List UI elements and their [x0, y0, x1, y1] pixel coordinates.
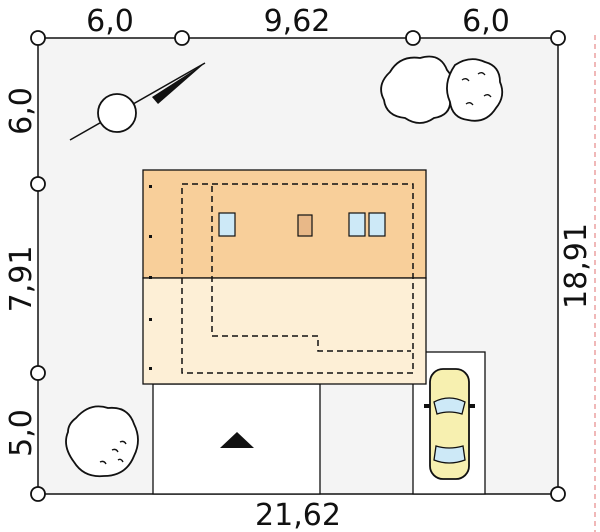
roof-window	[368, 212, 386, 237]
chimney	[297, 214, 313, 237]
car-icon	[424, 368, 475, 480]
dim-bottom: 21,62	[255, 498, 341, 532]
compass-icon	[69, 62, 206, 141]
dim-left-bottom: 5,0	[4, 409, 39, 457]
tree-icon	[65, 405, 139, 478]
house-outline	[181, 183, 414, 374]
roof-markers	[149, 185, 152, 370]
dim-top-left: 6,0	[86, 4, 134, 39]
dimension-nodes	[30, 30, 566, 502]
tree-icon	[380, 55, 504, 124]
dim-left-middle: 7,91	[4, 246, 39, 313]
dim-left-top: 6,0	[4, 87, 39, 135]
dim-right: 18,91	[559, 223, 594, 309]
roof-window	[218, 212, 236, 237]
roof-lower	[142, 277, 427, 385]
house-inner-outline	[211, 186, 411, 352]
roof-window	[348, 212, 366, 237]
entrance-arrow-icon	[220, 432, 254, 448]
dim-top-right: 6,0	[462, 4, 510, 39]
dim-top-middle: 9,62	[264, 4, 331, 39]
